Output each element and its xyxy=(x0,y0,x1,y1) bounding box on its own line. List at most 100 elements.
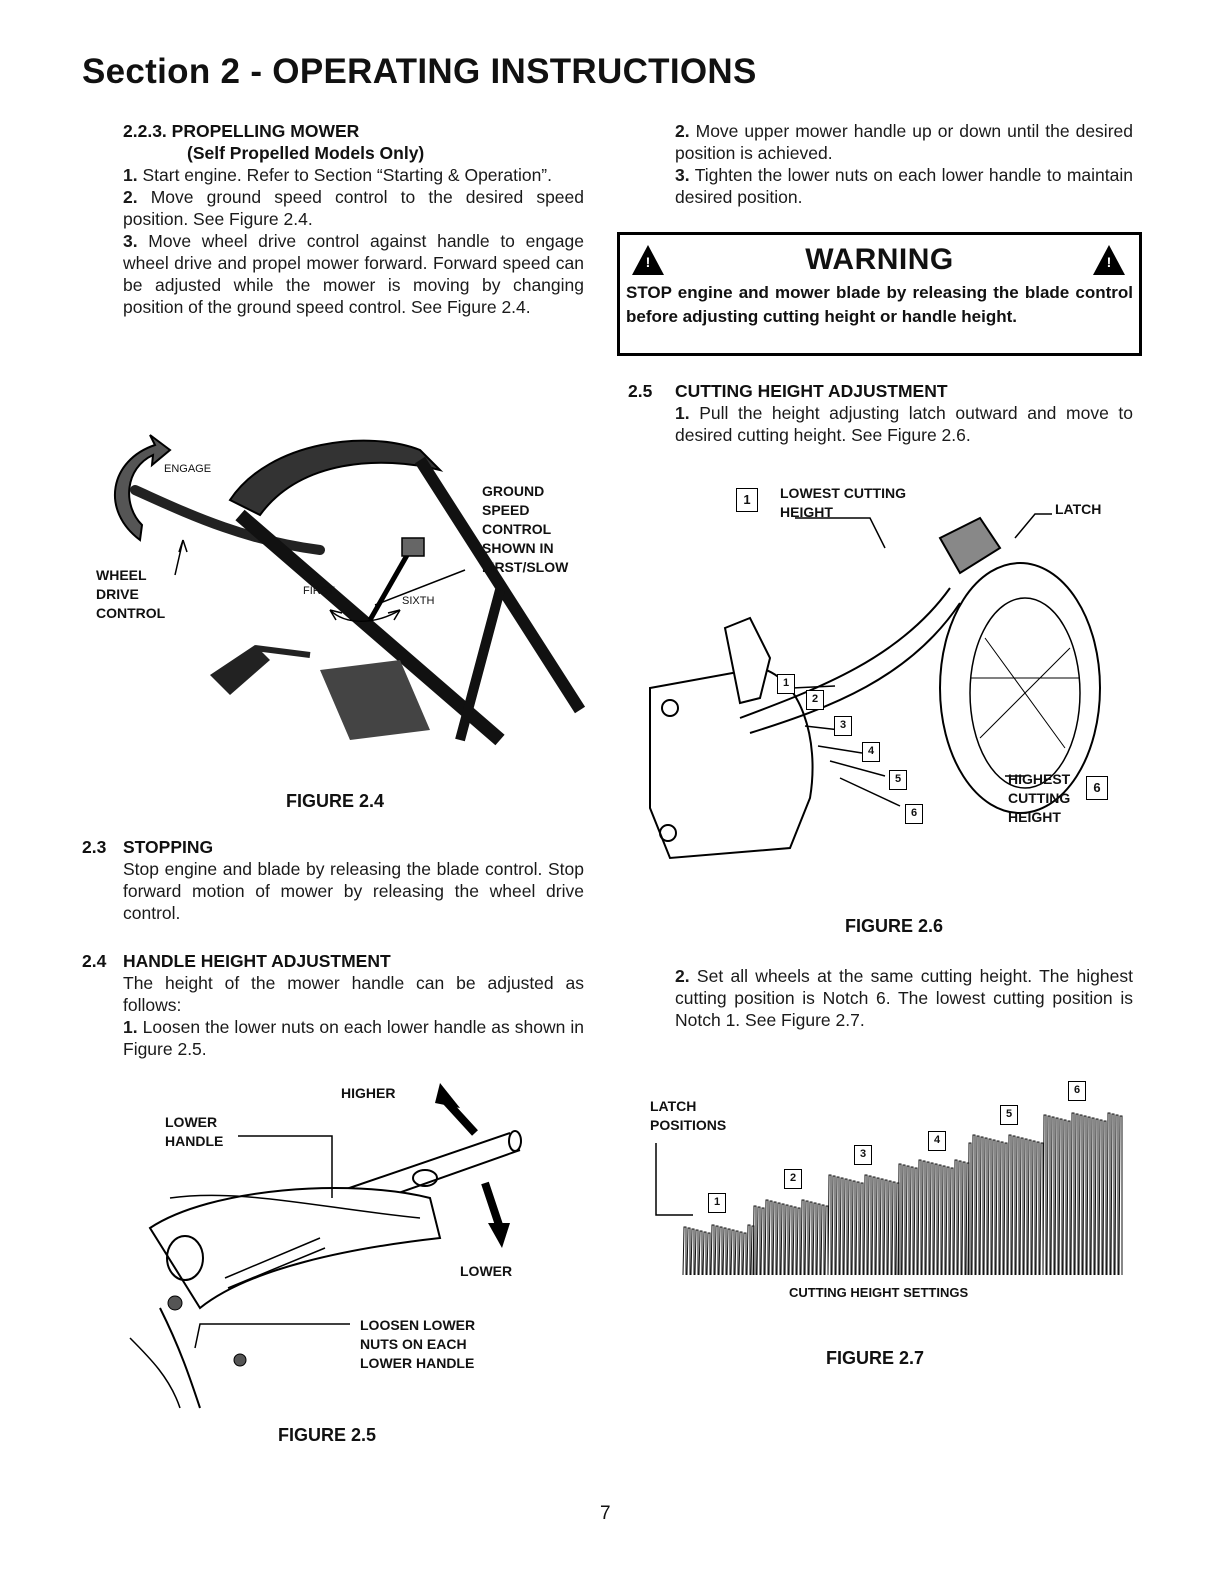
grass-blade xyxy=(1090,1117,1095,1276)
propelling-steps: 1. Start engine. Refer to Section “Start… xyxy=(123,164,584,318)
stopping-text: Stop engine and blade by releasing the b… xyxy=(123,859,584,923)
section-2-5-number: 2.5 xyxy=(628,381,653,401)
cutting-height-settings-label: CUTTING HEIGHT SETTINGS xyxy=(789,1285,969,1300)
grass-blade xyxy=(913,1167,918,1276)
loosen-nuts-label: LOOSEN LOWER NUTS ON EACH LOWER HANDLE xyxy=(360,1317,476,1371)
step-text: Loosen the lower nuts on each lower hand… xyxy=(123,1017,584,1059)
section-2-3-heading: STOPPING xyxy=(123,837,214,857)
grass-blade xyxy=(686,1227,691,1276)
grass-blade xyxy=(999,1141,1004,1276)
warning-title: WARNING xyxy=(805,243,954,276)
grass-blade xyxy=(851,1180,856,1276)
latch-label: LATCH xyxy=(1055,501,1102,517)
grass-blade xyxy=(756,1206,761,1276)
grass-blade xyxy=(917,1159,922,1276)
mower-handle-illustration xyxy=(114,434,586,746)
grass-blade xyxy=(726,1228,731,1276)
grass-blade xyxy=(714,1225,719,1276)
grass-blade xyxy=(937,1164,942,1276)
grass-blade xyxy=(1114,1114,1119,1276)
step-number: 1. xyxy=(123,165,138,185)
grass-blade xyxy=(835,1176,840,1276)
page-title: Section 2 - OPERATING INSTRUCTIONS xyxy=(82,52,757,91)
warning-triangle-icon: ! xyxy=(632,245,664,275)
figure-2-4-caption: FIGURE 2.4 xyxy=(286,791,385,811)
grass-blade xyxy=(867,1175,872,1276)
cutting-height-step2: 2. Set all wheels at the same cutting he… xyxy=(675,965,1133,1031)
lowest-cutting-label: LOWEST CUTTING HEIGHT xyxy=(780,485,906,520)
step-text: The height of the mower handle can be ad… xyxy=(123,973,584,1015)
page-number: 7 xyxy=(600,1503,611,1524)
grass-blade xyxy=(824,1205,829,1276)
grass-blade xyxy=(804,1200,809,1276)
warning-triangle-icon: ! xyxy=(1093,245,1125,275)
grass-blade xyxy=(1007,1134,1012,1276)
grass-blade xyxy=(738,1231,743,1276)
figure-2-7: LATCH POSITIONS 1 2 3 4 5 6 CUTTING HEIG… xyxy=(648,1075,1128,1315)
grass-blade xyxy=(730,1229,735,1276)
figure-2-6: 1 LOWEST CUTTING HEIGHT LATCH 1 2 3 4 5 … xyxy=(640,478,1130,898)
notch-badge: 6 xyxy=(1068,1081,1086,1101)
grass-blade xyxy=(1042,1114,1047,1276)
grass-blade xyxy=(796,1207,801,1276)
grass-blade xyxy=(957,1160,962,1276)
grass-blade xyxy=(788,1205,793,1276)
grass-blade xyxy=(995,1140,1000,1276)
handle-height-steps: 2. Move upper mower handle up or down un… xyxy=(675,120,1133,208)
grass-blade xyxy=(706,1232,711,1276)
grass-blade xyxy=(772,1201,777,1276)
grass-blade xyxy=(1098,1119,1103,1276)
notch-6-badge: 6 xyxy=(1086,776,1108,800)
grass-blade xyxy=(1066,1120,1071,1276)
notch-badge: 2 xyxy=(806,690,824,710)
grass-blade xyxy=(887,1180,892,1276)
section-2-2-3-subheading: (Self Propelled Models Only) xyxy=(187,143,425,163)
figure-2-5-caption: FIGURE 2.5 xyxy=(278,1425,377,1445)
grass-blade xyxy=(752,1205,757,1276)
notch-badge: 1 xyxy=(708,1193,726,1213)
step-text: Move upper mower handle up or down until… xyxy=(675,121,1133,163)
grass-blade xyxy=(827,1174,832,1276)
grass-blade xyxy=(1054,1117,1059,1276)
notch-badge: 5 xyxy=(889,770,907,790)
grass-blade xyxy=(1106,1112,1111,1276)
figure-2-7-caption: FIGURE 2.7 xyxy=(826,1348,925,1368)
notch-badge: 1 xyxy=(777,674,795,694)
grass-blade xyxy=(1046,1115,1051,1276)
grass-blade xyxy=(746,1224,751,1276)
wheel-latch-illustration xyxy=(649,513,1101,860)
notch-badge: 2 xyxy=(784,1169,802,1189)
grass-blade xyxy=(895,1182,900,1276)
grass-blade xyxy=(949,1167,954,1276)
grass-blade xyxy=(871,1176,876,1276)
grass-blade xyxy=(875,1177,880,1276)
grass-blade xyxy=(859,1182,864,1276)
grass-blade xyxy=(831,1175,836,1276)
grass-blade xyxy=(1031,1140,1036,1276)
grass-blade xyxy=(929,1162,934,1276)
figure-2-6-caption: FIGURE 2.6 xyxy=(845,916,944,936)
grass-blade xyxy=(925,1161,930,1276)
grass-blade xyxy=(1118,1115,1123,1276)
grass-blade xyxy=(1078,1114,1083,1276)
grass-blade xyxy=(820,1204,825,1276)
grass-blade xyxy=(1074,1113,1079,1276)
grass-blade xyxy=(965,1162,970,1276)
step-number: 3. xyxy=(123,231,138,251)
grass-blade xyxy=(776,1202,781,1276)
warning-box: ! ! WARNING STOP engine and mower blade … xyxy=(617,232,1142,356)
grass-blade xyxy=(792,1206,797,1276)
grass-blade xyxy=(901,1164,906,1276)
grass-blade xyxy=(839,1177,844,1276)
notch-1-badge: 1 xyxy=(736,488,758,512)
grass-blade xyxy=(690,1228,695,1276)
grass-blade xyxy=(843,1178,848,1276)
notch-badge: 6 xyxy=(905,804,923,824)
grass-blade xyxy=(742,1232,747,1276)
engage-arrow-icon xyxy=(114,434,172,542)
grass-blade xyxy=(1110,1113,1115,1276)
grass-blade xyxy=(983,1137,988,1276)
grass-blade xyxy=(800,1199,805,1276)
grass-blade xyxy=(1011,1135,1016,1276)
grass-blade xyxy=(991,1139,996,1276)
